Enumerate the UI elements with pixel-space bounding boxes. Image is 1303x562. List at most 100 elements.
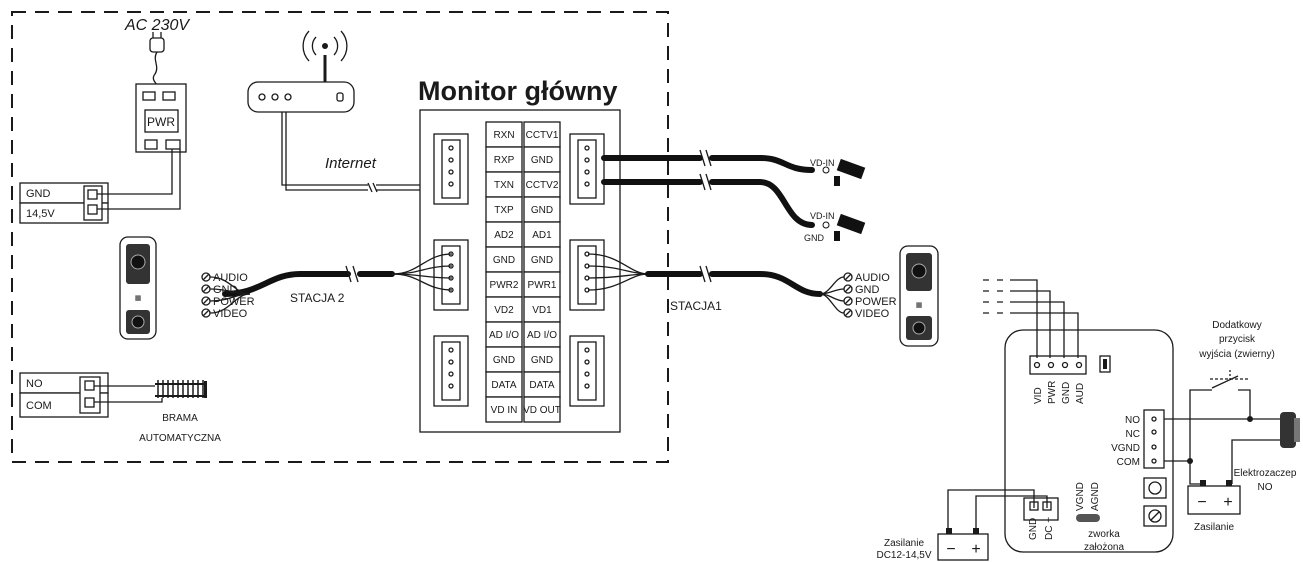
station2-wire-label: AUDIO (213, 272, 248, 284)
terminal-right-label: AD1 (532, 230, 552, 241)
station2-label: STACJA 2 (290, 291, 345, 305)
module-top-pin (1047, 361, 1055, 369)
terminal-right-cell (523, 146, 561, 173)
gate-label-line2: AUTOMATYCZNA (139, 433, 221, 444)
station2-screw-slot (203, 274, 209, 280)
camera-1-vd-in-label: VD-IN (810, 158, 835, 168)
module-top-label: PWR (1047, 381, 1058, 404)
module-top-label: AUD (1075, 383, 1086, 404)
supply-caption-right: Zasilanie (1194, 522, 1234, 533)
jumper-caption-2: założona (1084, 542, 1124, 553)
module-top-pin (1075, 361, 1083, 369)
power-label: AC 230V (124, 17, 190, 34)
terminal-left-cell (485, 171, 523, 198)
terminal-left-cell (485, 221, 523, 248)
terminal-right-label: VD1 (532, 305, 552, 316)
door-station-1: ▦ (899, 245, 939, 347)
connector-pin (584, 145, 590, 151)
camera-icon-1 (822, 158, 866, 186)
monitor-title: Monitor główny (418, 76, 617, 106)
terminal-left-label: TXP (494, 205, 514, 216)
psu-terminal-14v: 14,5V (26, 208, 55, 220)
terminal-right-label: CCTV2 (526, 180, 559, 191)
camera-2-gnd-label: GND (804, 233, 825, 243)
terminal-left-label: VD2 (494, 305, 514, 316)
station1-wire-label: VIDEO (855, 308, 890, 320)
internet-label: Internet (325, 155, 377, 172)
terminal-left-label: TXN (494, 180, 514, 191)
terminal-left-label: GND (493, 355, 515, 366)
connector-pin (584, 383, 590, 389)
terminal-right-label: GND (531, 205, 553, 216)
terminal-left-cell (485, 296, 523, 323)
connector-pin (448, 347, 454, 353)
camera-icon-2 (822, 213, 866, 241)
terminal-left-cell (485, 396, 523, 423)
station1-screw-slot (845, 310, 851, 316)
exit-button-caption-3: wyjścia (zwierny) (1198, 349, 1275, 360)
module-top-label: GND (1061, 382, 1072, 404)
exit-button-caption-2: przycisk (1219, 334, 1256, 345)
terminal-right-label: GND (531, 355, 553, 366)
terminal-right-cell (523, 271, 561, 298)
station2-wire-label: POWER (213, 296, 255, 308)
terminal-left-cell (485, 146, 523, 173)
connector-pin (584, 169, 590, 175)
station1-screw-slot (845, 274, 851, 280)
connector-pin (584, 157, 590, 163)
connector-pin (448, 181, 454, 187)
terminal-right-cell (523, 371, 561, 398)
jumper-caption-1: zworka (1088, 529, 1120, 540)
terminal-left-label: DATA (491, 380, 517, 391)
battery-left: − + (937, 528, 989, 561)
psu-terminal-block: GND 14,5V (19, 182, 109, 224)
terminal-right-label: GND (531, 255, 553, 266)
router-icon (247, 30, 355, 113)
station1-wire-label: GND (855, 284, 880, 296)
module-relay-label: NO (1125, 415, 1140, 426)
door-station-2: ▦ (119, 236, 157, 340)
connector-pin (448, 169, 454, 175)
terminal-left-label: AD2 (494, 230, 514, 241)
station2-wire-label: VIDEO (213, 308, 248, 320)
supply-caption-left-2: DC12-14,5V (876, 550, 931, 561)
gate-label-line1: BRAMA (162, 413, 198, 424)
module-top-pin (1061, 361, 1069, 369)
terminal-right-label: DATA (529, 380, 555, 391)
gate-terminal-no: NO (26, 378, 43, 390)
battery-left-minus: − (946, 541, 955, 558)
module-relay-label: NC (1126, 429, 1140, 440)
module-relay-label: VGND (1111, 443, 1140, 454)
station2-screw-slot (203, 298, 209, 304)
terminal-left-cell (485, 271, 523, 298)
terminal-left-label: RXN (493, 130, 514, 141)
gate-icon (155, 380, 207, 398)
terminal-right-cell (523, 321, 561, 348)
station1-screw-slot (845, 286, 851, 292)
pwr-label: PWR (147, 115, 175, 129)
module-top-pin (1033, 361, 1041, 369)
exit-button-switch (1189, 370, 1251, 462)
terminal-left-label: VD IN (491, 405, 518, 416)
terminal-right-label: PWR1 (528, 280, 557, 291)
terminal-right-label: CCTV1 (526, 130, 559, 141)
camera-2-vd-in-label: VD-IN (810, 211, 835, 221)
electric-lock-icon (1280, 412, 1300, 448)
station1-screw-slot (845, 298, 851, 304)
lock-caption-1: Elektrozaczep (1234, 468, 1297, 479)
connector-pin (448, 157, 454, 163)
terminal-left-cell (485, 321, 523, 348)
terminal-right-cell (523, 121, 561, 148)
station2-screw-slot (203, 310, 209, 316)
station2-screw-slot (203, 286, 209, 292)
module-top-label: VID (1033, 387, 1044, 404)
station1-wire-label: POWER (855, 296, 897, 308)
svg-text:▦: ▦ (916, 302, 923, 309)
module-relay-label: COM (1117, 457, 1140, 468)
terminal-right-cell (523, 396, 561, 423)
terminal-left-label: PWR2 (490, 280, 519, 291)
